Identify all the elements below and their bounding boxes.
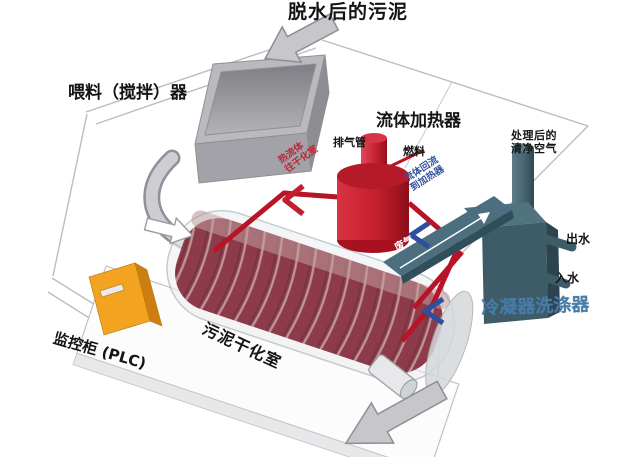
- condenser-chimney: [512, 143, 534, 212]
- label-clean-air: 处理后的 清净空气: [511, 129, 557, 155]
- drum-inlet-arrow: [143, 216, 194, 245]
- label-fluid-heater: 流体加热器: [376, 111, 461, 131]
- blue-flow-chevrons: [408, 220, 445, 326]
- plc-slot: [99, 283, 125, 298]
- sludge-drying-drum: [166, 209, 474, 395]
- label-feeder: 喂料（搅拌）器: [68, 83, 187, 103]
- fluid-heater: [337, 133, 409, 253]
- feeder-hopper: [194, 54, 330, 184]
- drum-discharge-pipe: [368, 354, 418, 400]
- water-out-pipe: [541, 234, 577, 252]
- red-flow-chevron: [282, 183, 305, 217]
- duct-flow-arrow: [399, 214, 487, 269]
- label-condenser-scrubber: 冷凝器洗涤器: [480, 294, 590, 319]
- sludge-input-arrow: [263, 13, 340, 64]
- hot-fluid-pipes: [212, 148, 464, 343]
- plc-cabinet: [88, 262, 163, 336]
- dried-sludge-output-arrow: [344, 380, 448, 445]
- waste-gas-duct: [383, 196, 514, 284]
- label-clean-air-line2: 清净空气: [511, 141, 557, 155]
- label-water-out: 出水: [566, 232, 591, 246]
- label-exhaust-pipe: 排气管: [333, 136, 366, 149]
- label-fuel: 燃料: [403, 145, 425, 158]
- label-dewatered-sludge: 脱水后的污泥: [288, 1, 409, 23]
- label-water-in: 入水: [555, 271, 580, 285]
- label-clean-air-line1: 处理后的: [511, 129, 557, 142]
- water-in-pipe: [537, 271, 571, 289]
